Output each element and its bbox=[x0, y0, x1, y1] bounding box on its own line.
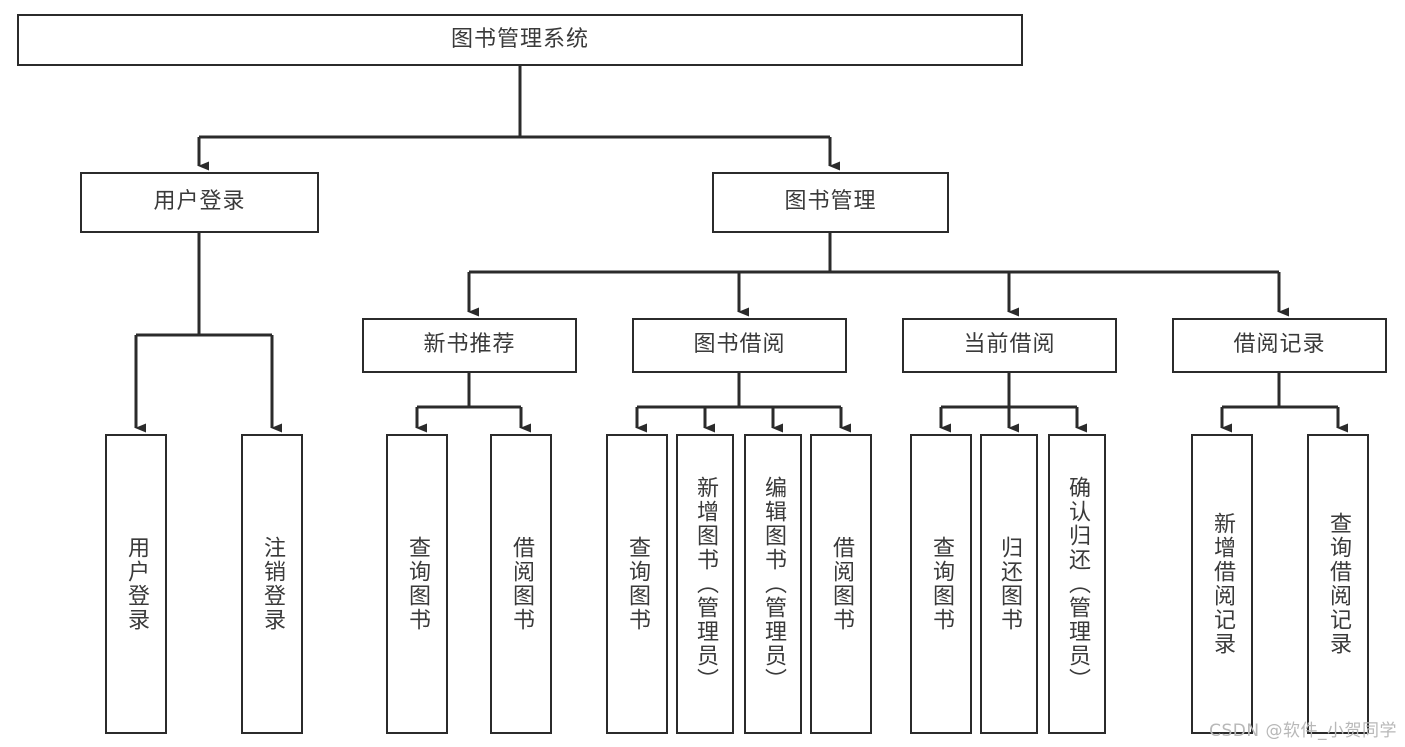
node-label: 查询图书 bbox=[624, 536, 650, 632]
node-label: 借阅图书 bbox=[508, 536, 534, 632]
node-label: 借阅图书 bbox=[828, 536, 854, 632]
leaf-borrow-query-book[interactable]: 查询图书 bbox=[606, 434, 668, 734]
leaf-user-login-logout[interactable]: 注销登录 bbox=[241, 434, 303, 734]
node-label: 查询图书 bbox=[404, 536, 430, 632]
leaf-user-login-login[interactable]: 用户登录 bbox=[105, 434, 167, 734]
watermark-text: CSDN @软件_小贺同学 bbox=[1209, 721, 1397, 741]
leaf-current-return-book[interactable]: 归还图书 bbox=[980, 434, 1038, 734]
leaf-current-query-book[interactable]: 查询图书 bbox=[910, 434, 972, 734]
leaf-record-query-record[interactable]: 查询借阅记录 bbox=[1307, 434, 1369, 734]
node-root-book-management-system[interactable]: 图书管理系统 bbox=[17, 14, 1023, 66]
node-label: 归还图书 bbox=[996, 536, 1022, 632]
node-label: 新增图书（管理员） bbox=[692, 476, 718, 692]
node-label: 查询借阅记录 bbox=[1325, 512, 1351, 656]
node-book-borrow[interactable]: 图书借阅 bbox=[632, 318, 847, 373]
leaf-current-confirm-return-admin[interactable]: 确认归还（管理员） bbox=[1048, 434, 1106, 734]
node-user-login[interactable]: 用户登录 bbox=[80, 172, 319, 233]
node-book-management[interactable]: 图书管理 bbox=[712, 172, 949, 233]
node-current-borrow[interactable]: 当前借阅 bbox=[902, 318, 1117, 373]
node-label: 新增借阅记录 bbox=[1209, 512, 1235, 656]
node-new-book-recommend[interactable]: 新书推荐 bbox=[362, 318, 577, 373]
leaf-new-book-query[interactable]: 查询图书 bbox=[386, 434, 448, 734]
node-label: 图书借阅 bbox=[693, 332, 786, 358]
leaf-record-add-record[interactable]: 新增借阅记录 bbox=[1191, 434, 1253, 734]
node-label: 注销登录 bbox=[259, 536, 285, 632]
node-label: 确认归还（管理员） bbox=[1064, 476, 1090, 692]
node-label: 新书推荐 bbox=[423, 332, 516, 358]
node-label: 图书管理 bbox=[784, 189, 877, 215]
leaf-new-book-borrow[interactable]: 借阅图书 bbox=[490, 434, 552, 734]
node-label: 编辑图书（管理员） bbox=[760, 476, 786, 692]
node-label: 用户登录 bbox=[123, 536, 149, 632]
node-label: 用户登录 bbox=[153, 189, 246, 215]
leaf-borrow-borrow-book[interactable]: 借阅图书 bbox=[810, 434, 872, 734]
node-borrow-record[interactable]: 借阅记录 bbox=[1172, 318, 1387, 373]
node-label: 查询图书 bbox=[928, 536, 954, 632]
node-label: 借阅记录 bbox=[1233, 332, 1326, 358]
leaf-borrow-add-book-admin[interactable]: 新增图书（管理员） bbox=[676, 434, 734, 734]
node-label: 当前借阅 bbox=[963, 332, 1056, 358]
leaf-borrow-edit-book-admin[interactable]: 编辑图书（管理员） bbox=[744, 434, 802, 734]
node-label: 图书管理系统 bbox=[450, 26, 589, 52]
